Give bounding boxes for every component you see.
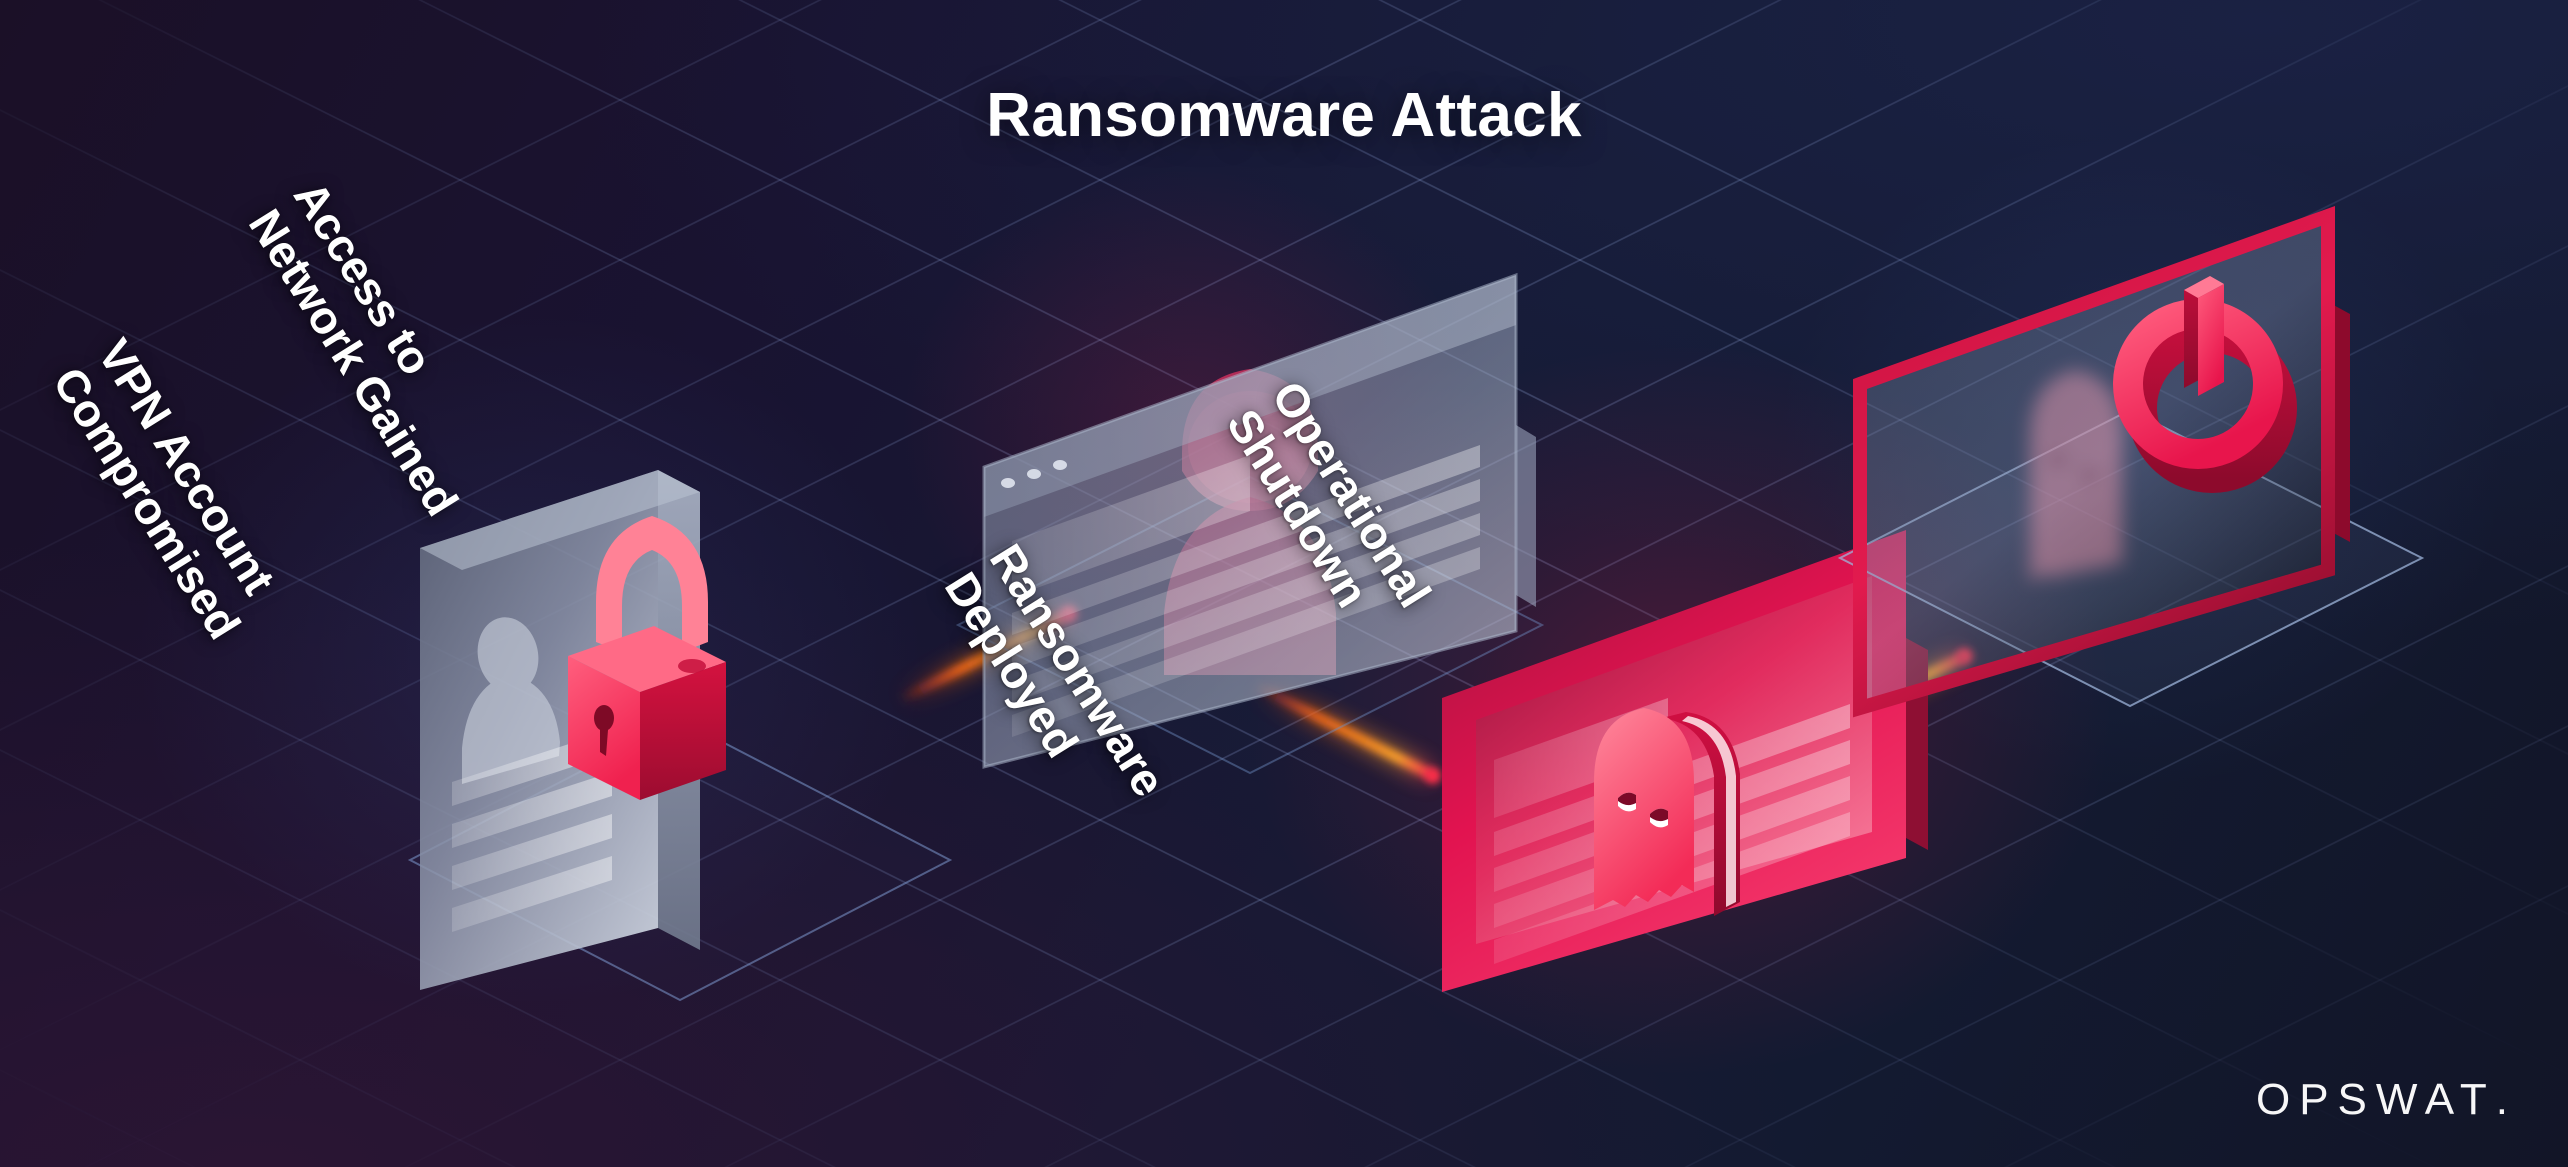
power-button-icon [2112, 276, 2298, 493]
page-title: Ransomware Attack [986, 81, 1582, 150]
connector-streak-2 [1254, 680, 1442, 784]
step-3-icon [1420, 520, 1980, 1020]
step-2-icon [950, 255, 1570, 815]
window-text-lines [1012, 445, 1480, 737]
opswat-logo: OPSWAT. [2256, 1075, 2508, 1125]
document-text-lines [452, 730, 612, 932]
padlock-icon [568, 516, 726, 800]
opswat-wordmark: OPSWAT [2255, 1075, 2496, 1124]
opswat-period: . [2495, 1075, 2508, 1124]
step-4-icon [1830, 206, 2450, 760]
window-dots-icon [1001, 460, 1067, 488]
ghost-icon [1594, 708, 1740, 916]
step-1-icon [400, 430, 960, 1050]
